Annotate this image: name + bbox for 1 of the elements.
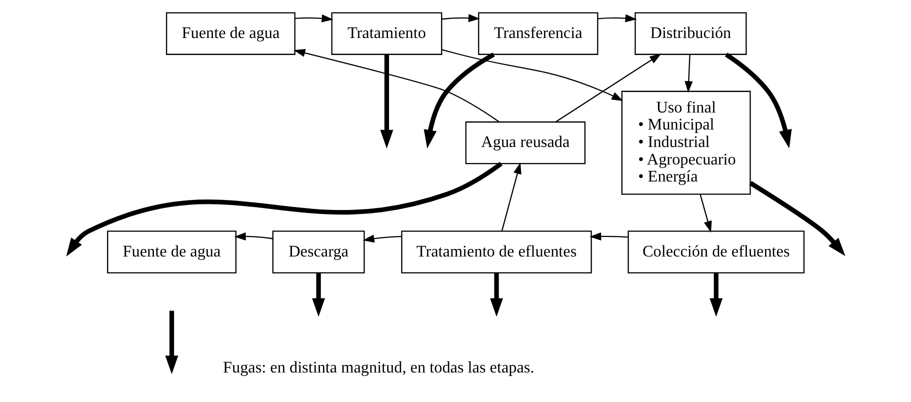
- legend-label: Fugas: en distinta magnitud, en todas las etapas.: [223, 360, 534, 377]
